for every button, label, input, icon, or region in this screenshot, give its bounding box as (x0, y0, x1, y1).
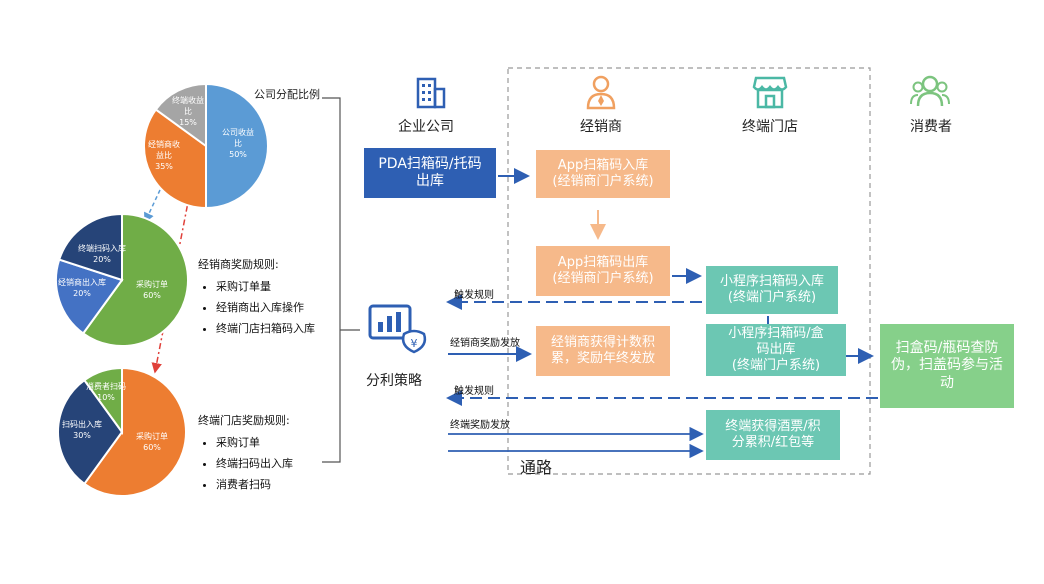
pie3-label-purchase: 采购订单 60% (136, 432, 168, 452)
pie-link-red (151, 191, 191, 374)
pie1-slice-1 (143, 108, 207, 210)
strategy-icon: ¥ (368, 304, 430, 356)
box-mini-outbound: 小程序扫箱码/盒 码出库 (终端门户系统) (706, 324, 846, 376)
box-store-reward: 终端获得酒票/积 分累积/红包等 (706, 410, 840, 460)
store-icon (752, 74, 788, 114)
pie2-slice-2 (57, 212, 123, 282)
bracket-line (322, 97, 360, 463)
strategy-label: 分利策略 (366, 373, 422, 389)
pie3-slice-0 (82, 366, 187, 497)
pie1-label-company: 公司收益 比 50% (222, 128, 254, 159)
store-rule-item: 消费者扫码 (216, 476, 293, 492)
pie-link-lightblue (144, 189, 161, 224)
dealer-rule-item: 采购订单量 (216, 278, 315, 294)
dealer-rule-item: 终端门店扫箱码入库 (216, 320, 315, 336)
label-trigger-1: 触发规则 (454, 290, 494, 301)
pie3-label-scan-io: 扫码出入库 30% (62, 420, 102, 440)
box-app-inbound: App扫箱码入库 (经销商门户系统) (536, 150, 670, 198)
store-rules-title: 终端门店奖励规则: (198, 414, 290, 427)
pie1-label-dealer: 经销商收 益比 35% (148, 140, 180, 171)
channel-region (507, 67, 871, 475)
pie2-label-dealer-io: 经销商出入库 20% (58, 278, 106, 298)
pie1-label-terminal: 终端收益 比 15% (172, 96, 204, 127)
header-enterprise: 企业公司 (398, 119, 454, 135)
pie-charts (55, 82, 269, 497)
dealer-rule-item: 经销商出入库操作 (216, 299, 315, 315)
group-icon (910, 74, 950, 114)
box-app-outbound: App扫箱码出库 (经销商门户系统) (536, 246, 670, 296)
header-consumer: 消费者 (910, 119, 952, 135)
pie2-slice-1 (55, 258, 124, 335)
pie2-label-purchase: 采购订单 60% (136, 280, 168, 300)
box-pda-outbound: PDA扫箱码/托码 出库 (364, 148, 496, 198)
pie1-title: 公司分配比例 (254, 88, 320, 101)
store-rule-item: 终端扫码出入库 (216, 455, 293, 471)
label-channel: 通路 (520, 458, 553, 477)
building-icon (413, 76, 447, 114)
header-dealer: 经销商 (580, 119, 622, 135)
pie2-slice-0 (81, 212, 189, 347)
pie3-label-consumer: 消费者扫码 10% (86, 382, 126, 402)
pie3-slice-1 (57, 378, 124, 486)
box-mini-inbound: 小程序扫箱码入库 (终端门户系统) (706, 266, 838, 314)
pie3-slice-2 (82, 366, 123, 436)
header-store: 终端门店 (742, 119, 798, 135)
dealer-rules: 经销商奖励规则: 采购订单量 经销商出入库操作 终端门店扫箱码入库 (198, 256, 315, 341)
pie1-slice-2 (154, 82, 207, 148)
dealer-rules-title: 经销商奖励规则: (198, 258, 279, 271)
pie1-slice-0 (205, 82, 269, 210)
box-consumer-scan: 扫盒码/瓶码查防 伪，扫盖码参与活 动 (880, 324, 1014, 408)
label-store-reward: 终端奖励发放 (450, 420, 510, 431)
pie2-label-terminal-in: 终端扫码入库 20% (78, 244, 126, 264)
person-icon (584, 74, 618, 114)
box-dealer-points: 经销商获得计数积 累，奖励年终发放 (536, 326, 670, 376)
label-dealer-reward: 经销商奖励发放 (450, 338, 520, 349)
store-rule-item: 采购订单 (216, 434, 293, 450)
label-trigger-2: 触发规则 (454, 386, 494, 397)
store-rules: 终端门店奖励规则: 采购订单 终端扫码出入库 消费者扫码 (198, 412, 293, 497)
svg-text:¥: ¥ (411, 337, 418, 350)
